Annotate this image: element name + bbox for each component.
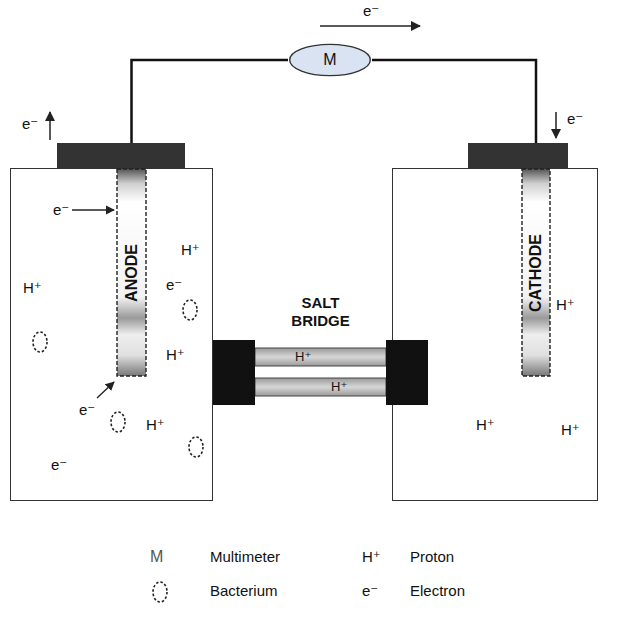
- legend-text: Multimeter: [210, 548, 280, 566]
- salt-bridge: SALT BRIDGE H⁺ H⁺: [213, 290, 428, 410]
- particle-label: H⁺: [556, 296, 575, 314]
- legend-text: Electron: [410, 582, 465, 600]
- cathode-terminal: [468, 143, 568, 168]
- electron-arrow: [97, 382, 114, 398]
- electron-flow-arrow: [555, 112, 557, 138]
- legend-electron-symbol: e⁻: [362, 582, 378, 600]
- bridge-stopper: [213, 340, 255, 405]
- bridge-tube: [255, 378, 386, 396]
- particle-label: H⁺: [23, 279, 42, 297]
- bridge-tube: [255, 348, 386, 366]
- particle-label: e⁻: [51, 456, 67, 474]
- multimeter-ellipse: [290, 44, 371, 75]
- anode-terminal: [57, 143, 185, 168]
- particle-label: H⁺: [146, 416, 165, 434]
- particle-label: H⁺: [476, 416, 495, 434]
- particle-label: H⁺: [181, 241, 200, 259]
- legend-text: Bacterium: [210, 582, 278, 600]
- bacterium: [33, 332, 47, 352]
- particle-label: e⁻: [53, 201, 69, 219]
- electron-label: e⁻: [363, 2, 379, 20]
- particle-label: e⁻: [166, 276, 182, 294]
- bacterium: [111, 412, 125, 432]
- particle-label: H⁺: [166, 346, 185, 364]
- electrode-label: CATHODE: [527, 234, 545, 312]
- anode-electrode: ANODE: [117, 169, 146, 376]
- cathode-electrode: CATHODE: [522, 169, 550, 376]
- legend-text: Proton: [410, 548, 454, 566]
- multimeter: M: [288, 43, 372, 77]
- legend-bacterium-icon: [153, 582, 167, 602]
- proton-label: H⁺: [331, 378, 347, 396]
- legend-meter-symbol: M: [150, 548, 163, 566]
- electrode-outline: [522, 169, 550, 376]
- particle-label: H⁺: [561, 421, 580, 439]
- bridge-stopper: [386, 340, 428, 405]
- bacterium: [189, 437, 203, 457]
- particle-label: e⁻: [79, 401, 95, 419]
- salt-bridge-label: SALT BRIDGE: [276, 294, 366, 330]
- electron-flow-arrow: [49, 112, 51, 140]
- electron-label: e⁻: [22, 115, 38, 133]
- legend-proton-symbol: H⁺: [362, 548, 381, 566]
- electrode-label: ANODE: [123, 244, 141, 302]
- proton-label: H⁺: [295, 348, 311, 366]
- electron-arrow: [72, 209, 114, 210]
- bacterium: [183, 300, 197, 320]
- meter-symbol: M: [323, 51, 336, 69]
- electron-label: e⁻: [567, 110, 583, 128]
- electrode-outline: [117, 169, 146, 376]
- cathode-chamber: H⁺ H⁺ H⁺ CATHODE: [392, 168, 598, 501]
- anode-chamber: e⁻ H⁺ e⁻ H⁺ H⁺ e⁻ H⁺ e⁻ ANODE: [10, 168, 213, 501]
- electron-flow-arrow: [320, 25, 420, 27]
